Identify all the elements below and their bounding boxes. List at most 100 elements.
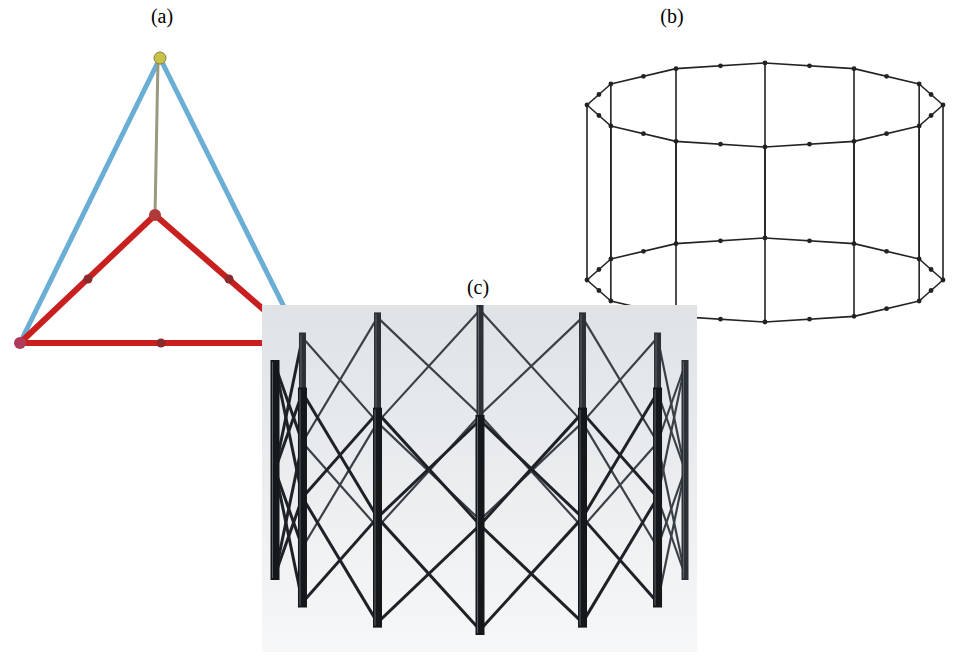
column-highlight: [375, 410, 376, 626]
column: [578, 408, 587, 628]
column: [271, 360, 280, 580]
joint: [149, 209, 161, 221]
joint: [14, 337, 26, 349]
ring-edge: [854, 69, 919, 84]
node-dot: [597, 288, 602, 293]
node-dot: [917, 82, 922, 87]
ring-post: [764, 63, 766, 238]
node-dot: [585, 278, 590, 283]
red-strut: [20, 215, 155, 343]
cross-brace: [480, 422, 583, 520]
cross-brace: [583, 393, 658, 518]
node-dot: [674, 241, 679, 246]
node-dot: [884, 131, 889, 136]
ring-post: [918, 84, 920, 259]
joint: [225, 275, 234, 284]
node-dot: [597, 92, 602, 97]
braced-ring: [271, 305, 689, 635]
ring-edge: [765, 141, 854, 147]
tetra-frame: [14, 52, 308, 349]
blue-strut: [160, 58, 302, 343]
cross-brace: [583, 498, 658, 623]
column: [298, 388, 307, 608]
node-dot: [718, 63, 723, 68]
ring-edge: [854, 244, 919, 259]
ring-edge: [587, 259, 611, 280]
cross-brace: [302, 393, 377, 518]
cross-brace: [480, 525, 583, 623]
ring-edge: [587, 84, 611, 105]
cross-brace: [480, 317, 583, 415]
ring-post: [586, 105, 588, 280]
panel-label: (c): [467, 277, 489, 297]
ring-edge: [611, 69, 676, 84]
node-dot: [852, 66, 857, 71]
column-highlight: [299, 390, 300, 606]
node-dot: [718, 142, 723, 147]
column: [476, 415, 485, 635]
ring-edge: [676, 141, 765, 147]
node-dot: [807, 238, 812, 243]
ring-post: [942, 105, 944, 280]
ring-edge: [765, 238, 854, 244]
node-dot: [641, 131, 646, 136]
ring-wireframe: [585, 61, 946, 325]
ring-edge: [611, 126, 676, 141]
ring-edge: [919, 84, 943, 105]
node-dot: [917, 299, 922, 304]
joint: [84, 275, 93, 284]
cross-brace: [480, 420, 583, 518]
cross-brace: [378, 415, 481, 527]
cross-brace: [378, 310, 481, 422]
cross-brace: [378, 413, 481, 525]
node-dot: [929, 288, 934, 293]
cross-brace: [480, 518, 583, 630]
node-dot: [807, 63, 812, 68]
node-dot: [929, 267, 934, 272]
node-dot: [597, 113, 602, 118]
node-dot: [763, 320, 768, 325]
ring-post: [853, 69, 855, 244]
node-dot: [718, 317, 723, 322]
ring-edge: [676, 238, 765, 244]
render-background: [262, 305, 697, 652]
cross-brace: [480, 415, 583, 527]
node-dot: [884, 74, 889, 79]
column-highlight: [655, 390, 656, 606]
node-dot: [585, 103, 590, 108]
node-dot: [608, 82, 613, 87]
cross-brace: [480, 413, 583, 525]
apex-joint: [154, 52, 166, 64]
ring-post: [675, 69, 677, 244]
ring-edge: [765, 316, 854, 322]
joint: [157, 339, 166, 348]
ring-edge: [854, 126, 919, 141]
node-dot: [807, 317, 812, 322]
node-dot: [597, 267, 602, 272]
ring-edge: [919, 280, 943, 301]
ring-edge: [919, 105, 943, 126]
node-dot: [763, 236, 768, 241]
ring-edge: [587, 280, 611, 301]
column-highlight: [580, 410, 581, 626]
ring-edge: [765, 63, 854, 69]
cross-brace: [480, 310, 583, 422]
node-dot: [929, 92, 934, 97]
node-dot: [807, 142, 812, 147]
node-dot: [852, 314, 857, 319]
column: [682, 360, 689, 580]
column: [653, 388, 662, 608]
cross-brace: [583, 413, 658, 498]
node-dot: [929, 113, 934, 118]
ring-post: [610, 84, 612, 259]
ring-edge: [676, 63, 765, 69]
ring-edge: [587, 105, 611, 126]
grey-strut: [155, 60, 158, 215]
panel-label: (a): [151, 6, 173, 26]
cross-brace: [378, 518, 481, 630]
ring-edge: [854, 301, 919, 316]
column-highlight: [477, 417, 478, 633]
column: [373, 408, 382, 628]
node-dot: [852, 241, 857, 246]
